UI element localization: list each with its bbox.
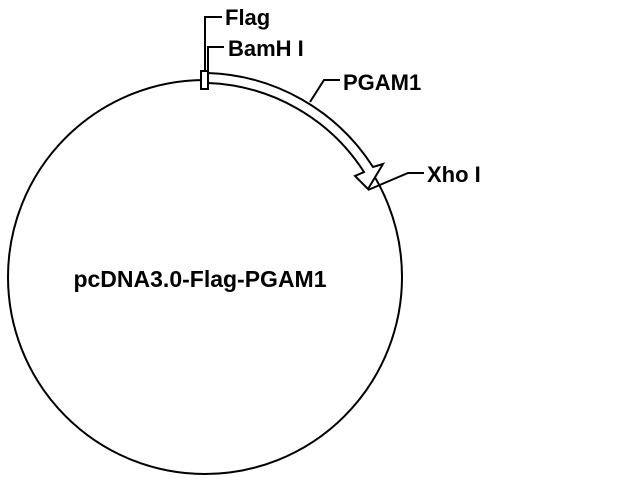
flag-tag-box xyxy=(200,70,209,90)
pgam1-leader-line xyxy=(309,79,340,103)
flag-label: Flag xyxy=(225,5,270,30)
xhoi-label: Xho I xyxy=(427,162,481,187)
bamhi-label: BamH I xyxy=(228,36,304,61)
bamhi-leader-line xyxy=(207,46,224,71)
xhoi-leader-line xyxy=(367,172,424,191)
pgam1-label: PGAM1 xyxy=(343,70,421,95)
flag-leader-line xyxy=(204,16,222,71)
plasmid-name: pcDNA3.0-Flag-PGAM1 xyxy=(73,266,326,292)
pgam1-insert-arrow xyxy=(207,71,386,191)
